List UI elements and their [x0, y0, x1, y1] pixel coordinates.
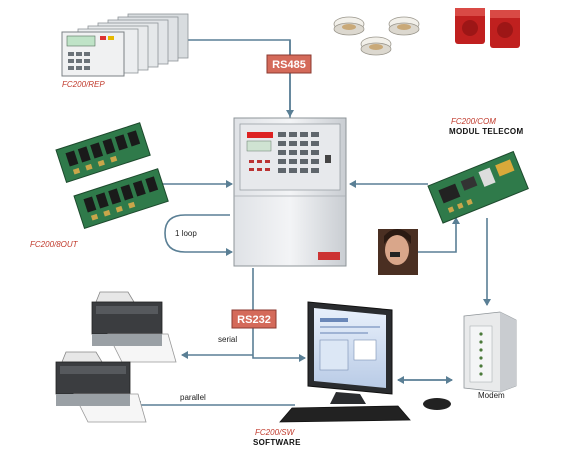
rs232-badge: RS232 — [231, 309, 277, 329]
printer-bottom-image — [55, 351, 147, 423]
smoke-detectors-image — [333, 16, 420, 56]
label-1-loop: 1 loop — [175, 229, 197, 238]
line-panel-to-rs232 — [252, 268, 306, 362]
rs232-label: RS232 — [237, 314, 271, 326]
modem-image — [463, 311, 517, 393]
fire-panel-image — [233, 117, 347, 267]
label-fc200-rep: FC200/REP — [62, 80, 105, 89]
printer-top-image — [91, 291, 177, 363]
red-sounders-image — [455, 8, 520, 48]
telecom-module-image — [427, 150, 529, 224]
label-fc200-8out: FC200/8OUT — [30, 240, 79, 249]
connection-lines — [134, 36, 491, 409]
computer-image — [279, 301, 451, 423]
label-parallel: parallel — [180, 393, 206, 402]
label-serial: serial — [218, 335, 237, 344]
label-modem: Modem — [478, 391, 505, 400]
output-boards-image — [55, 122, 169, 229]
rs485-label: RS485 — [272, 59, 306, 71]
label-fc200-com: FC200/COM — [451, 117, 496, 126]
label-software: SOFTWARE — [253, 438, 301, 447]
line-phone-to-com — [418, 217, 460, 253]
label-modul-telecom: MODUL TELECOM — [449, 127, 523, 136]
line-loop — [164, 214, 233, 256]
rs485-badge: RS485 — [266, 54, 312, 74]
repeater-panels-image — [61, 13, 189, 77]
phone-user-image — [378, 229, 418, 275]
label-fc200-sw: FC200/SW — [255, 428, 296, 437]
